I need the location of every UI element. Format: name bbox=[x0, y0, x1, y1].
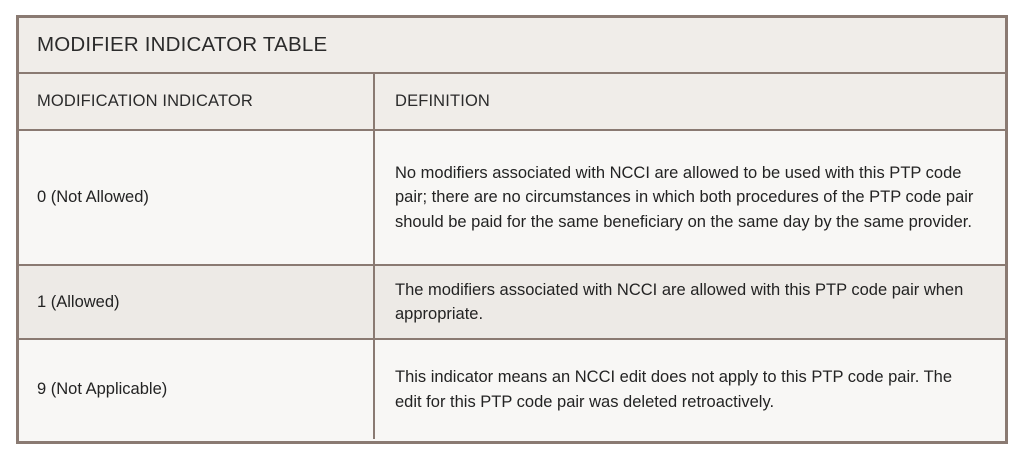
definition-text: The modifiers associated with NCCI are a… bbox=[395, 280, 964, 323]
table-row: 1 (Allowed) The modifiers associated wit… bbox=[19, 266, 1005, 340]
column-header-label: DEFINITION bbox=[395, 92, 490, 110]
indicator-label: 0 (Not Allowed) bbox=[37, 188, 149, 207]
definition-text: No modifiers associated with NCCI are al… bbox=[395, 164, 974, 231]
table-title: MODIFIER INDICATOR TABLE bbox=[37, 33, 328, 56]
cell-definition: This indicator means an NCCI edit does n… bbox=[375, 340, 1005, 439]
column-header-label: MODIFICATION INDICATOR bbox=[37, 92, 253, 110]
cell-indicator: 9 (Not Applicable) bbox=[19, 340, 375, 439]
table-row: 9 (Not Applicable) This indicator means … bbox=[19, 340, 1005, 439]
indicator-label: 1 (Allowed) bbox=[37, 292, 120, 311]
indicator-label: 9 (Not Applicable) bbox=[37, 380, 168, 399]
table-row: 0 (Not Allowed) No modifiers associated … bbox=[19, 131, 1005, 266]
cell-definition: The modifiers associated with NCCI are a… bbox=[375, 266, 1005, 338]
header-cell-definition: DEFINITION bbox=[375, 74, 1005, 129]
header-cell-modification-indicator: MODIFICATION INDICATOR bbox=[19, 74, 375, 129]
table-title-row: MODIFIER INDICATOR TABLE bbox=[19, 18, 1005, 74]
modifier-indicator-table: MODIFIER INDICATOR TABLE MODIFICATION IN… bbox=[16, 15, 1008, 444]
cell-indicator: 1 (Allowed) bbox=[19, 266, 375, 338]
cell-indicator: 0 (Not Allowed) bbox=[19, 131, 375, 264]
definition-text: This indicator means an NCCI edit does n… bbox=[395, 368, 953, 411]
cell-definition: No modifiers associated with NCCI are al… bbox=[375, 131, 1005, 264]
table-header-row: MODIFICATION INDICATOR DEFINITION bbox=[19, 74, 1005, 131]
